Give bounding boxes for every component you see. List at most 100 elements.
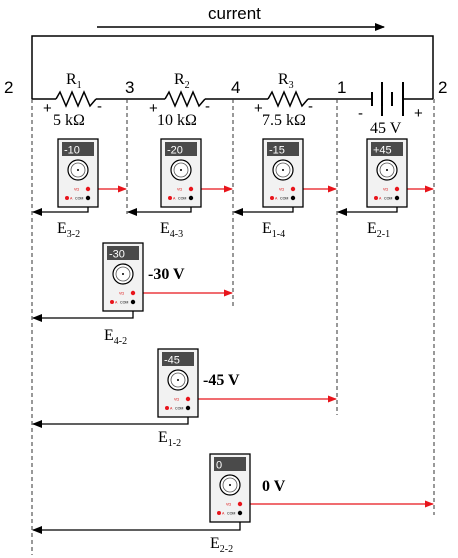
com-jack-label: COM	[120, 300, 128, 304]
resistor-r3-symbol	[267, 90, 309, 108]
v-jack-label: VΩ	[74, 187, 79, 191]
battery-value: 45 V	[370, 120, 402, 137]
meter-display	[107, 246, 139, 260]
com-jack-icon	[188, 195, 194, 201]
r1-neg-sign: -	[97, 98, 102, 115]
a-jack-icon	[270, 196, 274, 200]
a-jack-icon	[65, 196, 69, 200]
top-loop-wire	[31, 35, 434, 99]
v-jack-icon	[85, 186, 91, 192]
node-1: 1	[337, 78, 346, 97]
v-jack-icon	[188, 186, 194, 192]
label-e43: E4-3	[160, 220, 183, 240]
dial-center-icon	[177, 379, 179, 381]
v-jack-icon	[394, 186, 400, 192]
a-jack-icon	[374, 196, 378, 200]
dial-center-icon	[180, 169, 182, 171]
node-4: 4	[231, 78, 240, 97]
dial-center-icon	[282, 169, 284, 171]
label-e14: E1-4	[262, 220, 285, 240]
label-e22: E2-2	[210, 535, 233, 555]
dial-ring-icon	[222, 477, 238, 493]
v-jack-label: VΩ	[226, 502, 231, 506]
meter-display	[214, 457, 246, 471]
com-jack-label: COM	[75, 196, 83, 200]
node-2-left: 2	[4, 78, 13, 97]
v-jack-icon	[237, 501, 243, 507]
com-jack-label: COM	[227, 511, 235, 515]
v-jack-icon	[130, 290, 136, 296]
r1-value: 5 kΩ	[53, 112, 85, 129]
dial-center-icon	[386, 169, 388, 171]
meter-display	[162, 352, 194, 366]
a-jack-label: A	[115, 300, 118, 304]
r2-neg-sign: -	[205, 98, 210, 115]
r2-value: 10 kΩ	[157, 112, 197, 129]
com-jack-label: COM	[175, 406, 183, 410]
r2-name: R2	[174, 71, 190, 91]
dial-center-icon	[229, 484, 231, 486]
meter-reading: -10	[64, 145, 80, 157]
a-jack-label: A	[275, 196, 278, 200]
node-3: 3	[125, 78, 134, 97]
com-jack-icon	[85, 195, 91, 201]
r2-pos-sign: +	[149, 100, 158, 117]
a-jack-icon	[168, 196, 172, 200]
a-jack-icon	[217, 511, 221, 515]
a-jack-label: A	[222, 511, 225, 515]
a-jack-label: A	[379, 196, 382, 200]
current-label: current	[208, 4, 261, 23]
battery-pos-sign: +	[414, 105, 423, 122]
a-jack-icon	[165, 406, 169, 410]
meter-reading: -30	[109, 249, 125, 261]
com-jack-icon	[237, 510, 243, 516]
r3-pos-sign: +	[254, 100, 263, 117]
v-jack-label: VΩ	[177, 187, 182, 191]
label-e32: E3-2	[57, 220, 80, 240]
r3-value: 7.5 kΩ	[262, 112, 306, 129]
note-e22: 0 V	[262, 478, 286, 495]
meter-reading: -45	[164, 355, 180, 367]
battery-symbol	[371, 82, 404, 116]
dial-ring-icon	[379, 162, 395, 178]
resistor-r2-symbol	[164, 90, 206, 108]
node-reference-lines	[31, 99, 435, 555]
dial-ring-icon	[173, 162, 189, 178]
meter-display	[267, 142, 299, 156]
v-jack-icon	[185, 396, 191, 402]
meter-display	[371, 142, 403, 156]
com-jack-label: COM	[280, 196, 288, 200]
r3-neg-sign: -	[308, 98, 313, 115]
v-jack-label: VΩ	[119, 291, 124, 295]
note-e12: -45 V	[203, 372, 240, 389]
v-jack-label: VΩ	[383, 187, 388, 191]
label-e42: E4-2	[104, 327, 127, 347]
meter-reading: -15	[269, 145, 285, 157]
a-jack-label: A	[70, 196, 73, 200]
r3-name: R3	[278, 71, 294, 91]
label-e21: E2-1	[367, 220, 390, 240]
dial-center-icon	[77, 169, 79, 171]
com-jack-icon	[394, 195, 400, 201]
dial-ring-icon	[70, 162, 86, 178]
resistor-r1-symbol	[55, 90, 97, 108]
black-lead	[32, 513, 241, 534]
dial-ring-icon	[275, 162, 291, 178]
meter-display	[165, 142, 197, 156]
v-jack-label: VΩ	[279, 187, 284, 191]
battery-neg-sign: -	[358, 105, 363, 122]
r1-name: R1	[66, 71, 82, 91]
dial-ring-icon	[170, 372, 186, 388]
com-jack-icon	[290, 195, 296, 201]
a-jack-label: A	[170, 406, 173, 410]
